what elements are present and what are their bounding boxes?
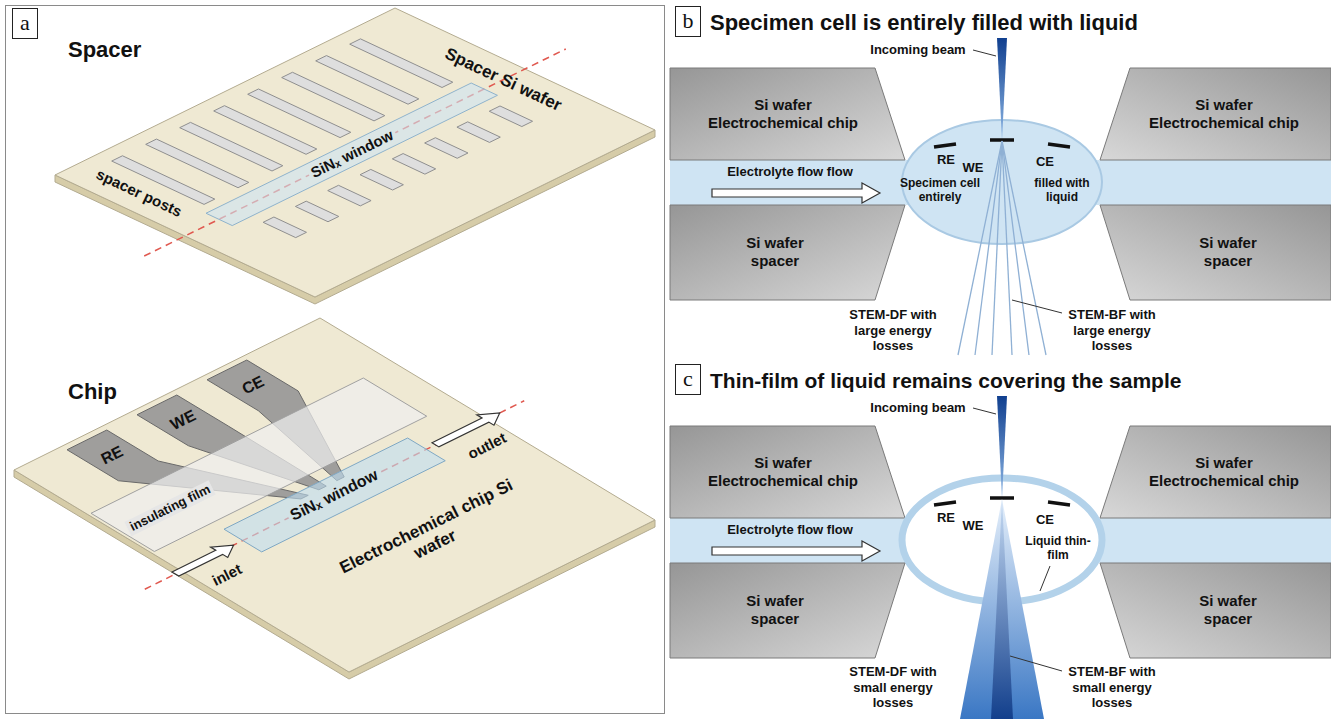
panel-letter-box-shape — [13, 8, 38, 38]
chip-wafer: Electrochemical chip Si waferREWECEinsul… — [14, 318, 655, 672]
node-text: Si wafer Electrochemical chip — [701, 96, 866, 132]
flow-label: Electrolyte flow flow — [727, 164, 853, 180]
spacer-post — [392, 154, 435, 175]
si-wafer-block-shape — [1100, 426, 1331, 518]
detector-label: STEM-DF with large energy losses — [847, 307, 939, 354]
leader-line — [973, 50, 996, 56]
electrode-label: WE — [963, 518, 984, 534]
si-wafer-block: Si wafer spacer — [1100, 205, 1331, 300]
detector-label: STEM-DF with small energy losses — [847, 664, 939, 711]
panel-letter-box: b — [675, 6, 701, 37]
spacer-post — [425, 138, 468, 159]
si-wafer-block: Si wafer Electrochemical chip — [670, 426, 905, 518]
spacer-wafer-shape — [55, 8, 655, 297]
scattered-beam — [960, 499, 1044, 719]
sin-window-shape — [224, 438, 445, 552]
node-text: Specimen cell entirely — [893, 176, 988, 205]
leader-line — [973, 408, 996, 414]
node-text: Si wafer Electrochemical chip — [1142, 454, 1307, 490]
figure-heading: Chip — [68, 379, 117, 405]
detector-label: STEM-BF with small energy losses — [1066, 664, 1158, 711]
spacer-post — [457, 122, 500, 143]
beam-label: Incoming beam — [870, 400, 965, 416]
node-text: Liquid thin-film — [1022, 534, 1094, 563]
scattered-beam — [992, 141, 1002, 355]
spacer-post — [263, 217, 306, 238]
sin-window: SiNₓ window — [206, 83, 497, 226]
panel-letter-box: a — [12, 8, 38, 39]
transmitted-beam — [991, 499, 1013, 719]
electrode-label: RE — [937, 510, 955, 526]
node-text: Si wafer Electrochemical chip — [1142, 96, 1307, 132]
chip-wafer-shape — [14, 318, 655, 672]
electrode-label: WE — [963, 160, 984, 176]
node-text: Si wafer spacer — [1188, 592, 1268, 628]
si-wafer-block-shape — [1100, 68, 1331, 160]
electrode-label: CE — [1036, 154, 1054, 170]
figure-heading: Spacer — [68, 37, 141, 63]
node-text: Si wafer spacer — [1188, 234, 1268, 270]
flow-arrow — [712, 183, 880, 203]
spacer-post — [489, 106, 532, 127]
si-wafer-block-shape — [670, 68, 905, 160]
si-wafer-block-shape — [670, 426, 905, 518]
si-wafer-block: Si wafer Electrochemical chip — [1100, 426, 1331, 518]
scattered-beam — [1002, 141, 1029, 355]
scattered-beam — [958, 141, 1002, 355]
spacer-post — [295, 201, 338, 222]
scattered-beam — [1002, 141, 1012, 355]
node-text: filled with liquid — [1022, 176, 1102, 205]
panel-letter-box-shape — [676, 6, 701, 36]
si-wafer-block: Si wafer Electrochemical chip — [670, 68, 905, 160]
node-text: Si wafer spacer — [735, 234, 815, 270]
node-text: Si wafer Electrochemical chip — [701, 454, 866, 490]
panel-heading: Specimen cell is entirely filled with li… — [710, 10, 1138, 36]
detector-label: STEM-BF with large energy losses — [1066, 307, 1158, 354]
flow-arrow — [712, 541, 880, 561]
electrode-film — [934, 502, 956, 505]
leader-line — [1010, 656, 1062, 671]
si-wafer-block: Si wafer spacer — [1100, 563, 1331, 658]
panel-letter-box: c — [675, 364, 701, 395]
beam-label: Incoming beam — [870, 42, 965, 58]
flow-label: Electrolyte flow flow — [727, 522, 853, 538]
si-wafer-block-shape — [670, 563, 905, 658]
electrode-film — [1048, 502, 1070, 505]
incoming-beam — [997, 38, 1007, 141]
spacer-post — [350, 39, 453, 88]
flow-label: inlet — [209, 560, 245, 590]
spacer-wafer: Spacer Si waferspacer postsSiNₓ window — [55, 8, 655, 297]
si-wafer-block-shape — [670, 205, 905, 300]
node-text: b — [683, 8, 694, 34]
leader-line — [1040, 566, 1050, 591]
panel-letter-box-shape — [676, 364, 701, 394]
si-wafer-block: Si wafer spacer — [670, 205, 905, 300]
flow-label: outlet — [465, 428, 510, 462]
spacer-post — [328, 185, 371, 206]
node-text: Si wafer spacer — [735, 592, 815, 628]
panel-heading: Thin-film of liquid remains covering the… — [710, 368, 1181, 393]
node-text: c — [683, 366, 693, 392]
sin-window-shape — [206, 83, 497, 226]
electrode-label: RE — [937, 152, 955, 168]
si-wafer-block: Si wafer spacer — [670, 563, 905, 658]
si-wafer-block-shape — [1100, 205, 1331, 300]
electrode-film — [934, 144, 956, 147]
leader-line — [1012, 300, 1062, 313]
si-wafer-block-shape — [1100, 563, 1331, 658]
spacer-post — [360, 169, 403, 190]
node-text: SiNₓ window — [305, 125, 399, 183]
electrode-label: CE — [1036, 512, 1054, 528]
panel-frame — [6, 6, 665, 714]
node-text: a — [20, 10, 30, 36]
si-wafer-block: Si wafer Electrochemical chip — [1100, 68, 1331, 160]
scattered-beam — [1002, 141, 1046, 355]
incoming-beam — [997, 396, 1007, 499]
electrode-film — [1048, 144, 1070, 147]
